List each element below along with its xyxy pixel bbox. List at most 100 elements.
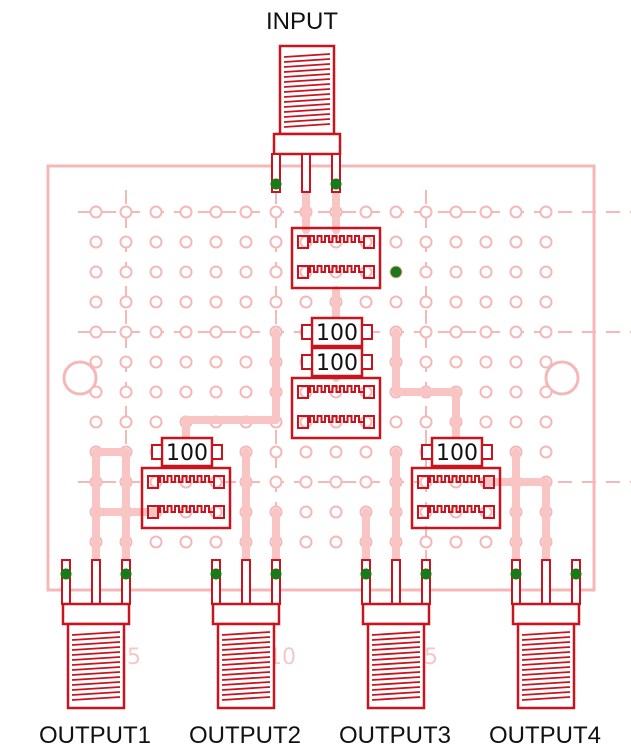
board-hole <box>509 265 523 279</box>
resistor-r3-value: 100 <box>166 441 208 466</box>
pin-dot <box>510 568 522 580</box>
input-connector <box>271 44 342 193</box>
connector-thread <box>283 103 331 108</box>
board-hole <box>299 475 313 489</box>
board-hole <box>239 385 253 399</box>
connector-thread <box>71 686 121 691</box>
connector-thread <box>521 696 571 701</box>
wire-traces <box>92 186 550 572</box>
board-hole <box>479 535 493 549</box>
board-hole <box>149 415 163 429</box>
chip-meander <box>158 475 214 483</box>
pin-dots <box>60 178 582 580</box>
connector-thread <box>71 666 121 671</box>
board-hole <box>209 295 223 309</box>
board-hole <box>239 235 253 249</box>
board-hole <box>149 235 163 249</box>
board-hole <box>479 265 493 279</box>
board-hole <box>179 295 193 309</box>
board-hole <box>179 265 193 279</box>
chip-meander <box>428 475 484 483</box>
pin-dot <box>420 568 432 580</box>
chip-meander <box>308 385 364 393</box>
board-hole <box>389 205 403 219</box>
board-hole <box>119 295 133 309</box>
board-hole <box>389 235 403 249</box>
board-hole <box>179 385 193 399</box>
output-connector-4 <box>511 559 581 710</box>
connector-thread <box>221 641 271 646</box>
connector-thread <box>71 641 121 646</box>
board-hole <box>539 295 553 309</box>
board-hole <box>449 265 463 279</box>
board-hole <box>179 355 193 369</box>
connector-thread <box>221 686 271 691</box>
board-hole <box>209 265 223 279</box>
board-hole <box>539 325 553 339</box>
pin-dot <box>270 568 282 580</box>
board-hole <box>89 295 103 309</box>
board-hole <box>449 355 463 369</box>
resistor-tab <box>421 444 433 460</box>
board-hole <box>419 235 433 249</box>
connector-thread <box>71 636 121 641</box>
mount-hole-right <box>544 360 580 396</box>
board-hole <box>299 535 313 549</box>
board-hole <box>419 265 433 279</box>
chip-meander <box>158 505 214 513</box>
connector-thread <box>283 98 331 103</box>
connector-thread <box>371 661 421 666</box>
board-hole <box>119 325 133 339</box>
pin-dot <box>390 266 402 278</box>
board-hole <box>149 355 163 369</box>
connector-thread <box>221 646 271 651</box>
connector-thread <box>283 68 331 73</box>
board-hole <box>209 385 223 399</box>
output-connector-2 <box>211 559 281 710</box>
board-hole <box>509 235 523 249</box>
connector-thread <box>221 651 271 656</box>
connector-thread <box>283 53 331 58</box>
board-hole <box>149 205 163 219</box>
connector-thread <box>71 691 121 696</box>
resistor-r2-value: 100 <box>316 351 358 376</box>
splitter-chip-left <box>140 466 232 530</box>
board-hole <box>509 355 523 369</box>
connector-thread <box>283 108 331 113</box>
connector-thread <box>71 651 121 656</box>
board-hole <box>179 535 193 549</box>
output3-label: OUTPUT3 <box>339 722 452 749</box>
connector-thread <box>371 666 421 671</box>
chip-meander <box>428 505 484 513</box>
board-hole <box>509 295 523 309</box>
board-hole <box>209 535 223 549</box>
resistor-values: 100 100 100 100 <box>166 321 478 466</box>
board-hole <box>239 295 253 309</box>
pin-dot <box>270 178 282 190</box>
resistor-tab <box>211 444 223 460</box>
board-hole <box>269 205 283 219</box>
output-connector-3 <box>361 559 431 710</box>
board-hole <box>329 445 343 459</box>
board-hole <box>209 205 223 219</box>
connector-thread <box>221 691 271 696</box>
connector-thread <box>521 676 571 681</box>
board-hole <box>149 265 163 279</box>
connector-thread <box>71 656 121 661</box>
board-hole <box>539 265 553 279</box>
board-hole <box>89 355 103 369</box>
resistor-tab <box>301 354 313 370</box>
board-hole <box>329 505 343 519</box>
board-hole <box>119 355 133 369</box>
board-outline <box>46 164 596 592</box>
board-hole <box>509 205 523 219</box>
board-hole <box>479 415 493 429</box>
board-hole <box>89 325 103 339</box>
chip-pads <box>147 235 495 519</box>
board-hole <box>539 415 553 429</box>
connector-thread <box>521 671 571 676</box>
connector-thread <box>521 691 571 696</box>
board-hole <box>479 385 493 399</box>
connector-thread <box>71 661 121 666</box>
connector-thread <box>283 88 331 93</box>
